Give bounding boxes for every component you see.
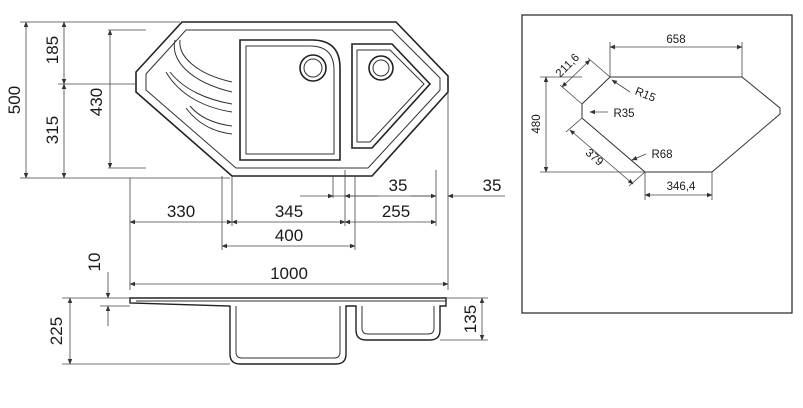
small-bowl-inner (356, 49, 425, 143)
dim-185: 185 (43, 36, 62, 64)
dim-35-left: 35 (389, 176, 408, 195)
dim-35-right: 35 (483, 176, 502, 195)
dim-315: 315 (43, 116, 62, 144)
cutout-r35: R35 (613, 108, 634, 120)
cutout-dim-480: 480 (531, 114, 543, 133)
dim-225: 225 (47, 317, 66, 345)
side-profile-outline (129, 297, 447, 365)
sink-top-view (135, 21, 449, 177)
dim-10: 10 (85, 253, 104, 272)
dim-345: 345 (275, 202, 303, 221)
sink-outer-outline (135, 21, 449, 177)
main-drain-icon (299, 54, 327, 82)
horizontal-dimensions: 35 35 330 345 255 400 1000 (129, 92, 505, 290)
sink-inner-outline (145, 29, 441, 169)
main-drain-inner (303, 58, 323, 78)
dim-500: 500 (5, 86, 24, 114)
dim-1000: 1000 (270, 264, 308, 283)
cutout-template-panel: 658 211,6 480 379 346,4 R15 R35 R68 (521, 14, 793, 314)
vertical-dimensions: 500 185 315 430 (5, 21, 230, 179)
small-drain-icon (368, 55, 394, 81)
cutout-r68: R68 (651, 149, 672, 161)
side-small-bowl-inner (361, 306, 435, 335)
dim-400: 400 (275, 226, 303, 245)
small-drain-inner (372, 59, 390, 77)
main-bowl-inner (245, 45, 335, 155)
dim-255: 255 (382, 202, 410, 221)
dim-135: 135 (461, 305, 480, 333)
cutout-dim-346-4: 346,4 (667, 181, 696, 193)
small-bowl (351, 43, 432, 149)
cutout-dim-658: 658 (666, 34, 685, 46)
side-main-bowl-inner (235, 306, 341, 359)
drainer-grooves (165, 39, 233, 135)
dim-330: 330 (167, 202, 195, 221)
sink-side-view: 225 10 135 (47, 253, 488, 365)
main-bowl (239, 39, 341, 161)
cutout-panel-border (521, 14, 793, 314)
dim-430: 430 (87, 88, 106, 116)
